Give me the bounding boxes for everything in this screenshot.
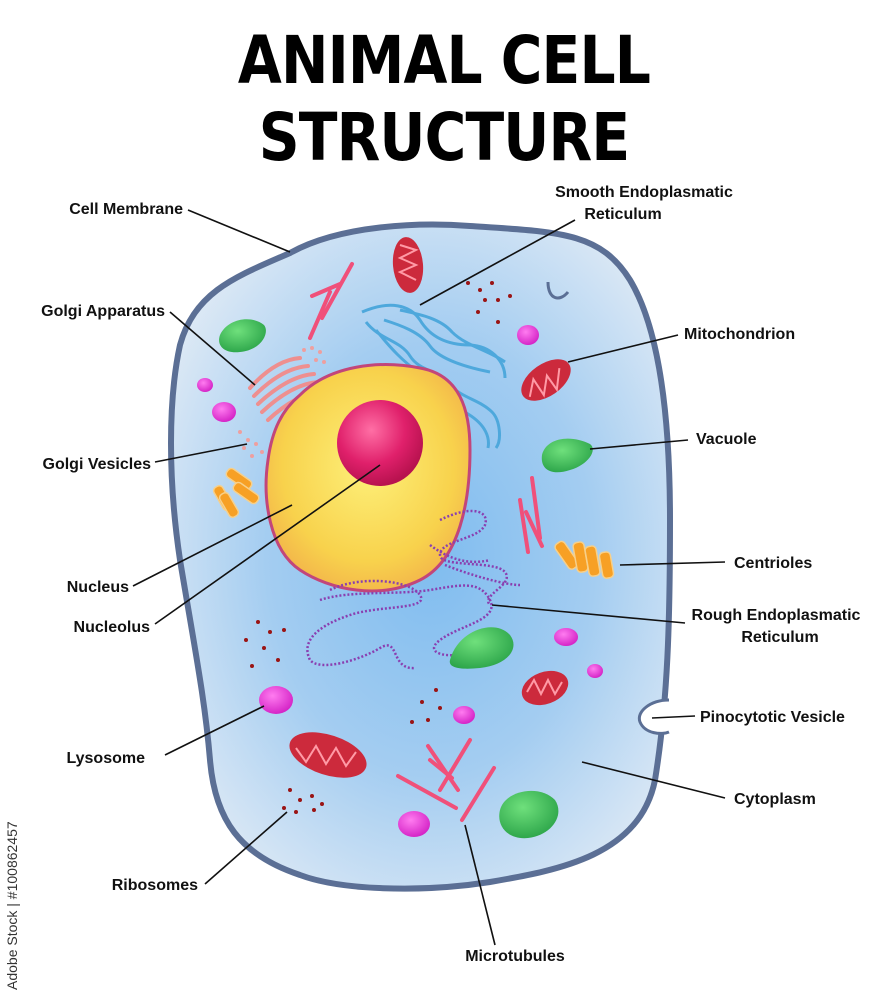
label-centrioles: Centrioles: [734, 555, 812, 572]
line-cell-membrane: [187, 209, 291, 253]
mitochondrion-2: [521, 359, 571, 401]
ribosomes: [244, 281, 512, 814]
stock-watermark: Adobe Stock | #100862457: [4, 821, 20, 990]
pinocytotic-vesicle: [637, 698, 670, 735]
label-smooth-er-2: Reticulum: [584, 206, 661, 223]
mitochondrion-3: [521, 670, 569, 706]
leader-lines: [132, 209, 726, 946]
label-lysosome: Lysosome: [66, 750, 145, 767]
line-nucleus: [132, 504, 293, 587]
lysosome-2: [212, 402, 236, 422]
vacuole-1: [219, 319, 266, 353]
centrioles-left: [212, 467, 260, 519]
lysosome-3: [517, 325, 539, 345]
line-rough-er: [491, 604, 686, 624]
line-ribosomes: [204, 811, 288, 885]
line-lysosome: [164, 705, 265, 756]
line-vacuole: [589, 439, 689, 450]
line-nucleolus: [154, 464, 381, 625]
label-rough-er-2: Reticulum: [741, 629, 818, 646]
label-golgi-apparatus: Golgi Apparatus: [41, 303, 165, 320]
label-pinocytotic-vesicle: Pinocytotic Vesicle: [700, 709, 845, 726]
line-golgi-apparatus: [169, 311, 256, 386]
label-microtubules: Microtubules: [465, 948, 565, 965]
lysosome-8: [398, 811, 430, 837]
label-smooth-er-1: Smooth Endoplasmatic: [555, 184, 733, 201]
mitochondrion-1: [392, 237, 424, 293]
vacuole-3: [449, 627, 514, 669]
line-pinocytotic-vesicle: [651, 715, 696, 719]
lysosome-1: [197, 378, 213, 392]
label-golgi-vesicles: Golgi Vesicles: [43, 456, 152, 473]
label-ribosomes: Ribosomes: [112, 877, 198, 894]
lysosome-7: [259, 686, 293, 714]
line-mitochondrion: [567, 334, 679, 363]
nucleolus: [337, 400, 423, 486]
microtubules: [308, 262, 544, 822]
label-mitochondrion: Mitochondrion: [684, 326, 795, 343]
vacuole-2: [541, 438, 593, 473]
label-nucleolus: Nucleolus: [74, 619, 151, 636]
label-nucleus: Nucleus: [67, 579, 129, 596]
lysosomes: [197, 325, 603, 837]
line-cytoplasm: [581, 761, 726, 799]
label-cytoplasm: Cytoplasm: [734, 791, 816, 808]
page-title: ANIMAL CELL STRUCTURE: [237, 22, 651, 176]
line-centrioles: [619, 561, 726, 566]
line-microtubules: [464, 824, 496, 946]
line-golgi-vesicles: [154, 443, 248, 463]
mitochondrion-4: [289, 732, 367, 778]
label-vacuole: Vacuole: [696, 431, 757, 448]
centrioles-right: [554, 540, 615, 579]
line-smooth-er: [419, 219, 576, 306]
lysosome-5: [587, 664, 603, 678]
lysosome-6: [453, 706, 475, 724]
rough-er: [306, 509, 521, 670]
membrane-notch: [546, 281, 570, 300]
vacuole-4: [499, 790, 559, 839]
label-cell-membrane: Cell Membrane: [69, 201, 183, 218]
lysosome-4: [554, 628, 578, 646]
label-rough-er-1: Rough Endoplasmatic: [692, 607, 861, 624]
golgi-vesicles: [238, 346, 326, 458]
